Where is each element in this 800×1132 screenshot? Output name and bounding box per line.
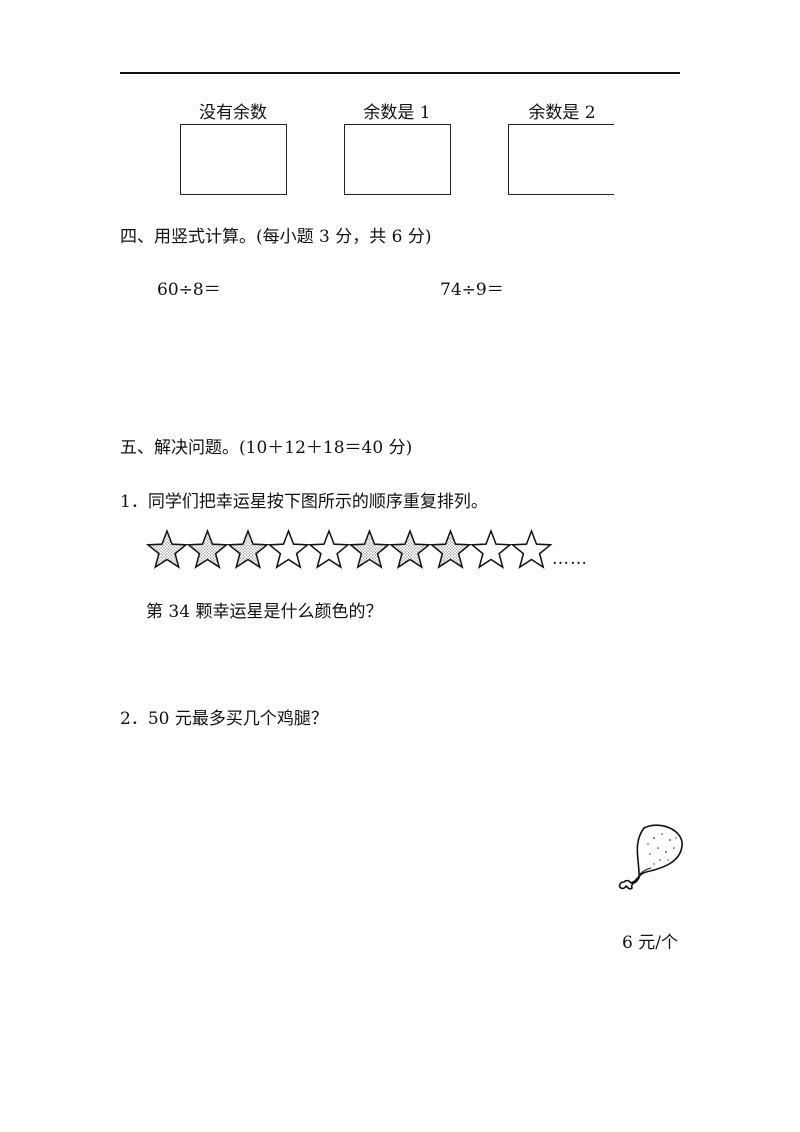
answer-box-remainder-1[interactable]	[344, 124, 451, 195]
answer-box-no-remainder[interactable]	[180, 124, 287, 195]
section5-heading: 五、解决问题。(10＋12＋18＝40 分)	[120, 438, 413, 458]
star-row	[145, 528, 553, 569]
chicken-leg-icon	[618, 824, 683, 890]
box-label-remainder-2: 余数是 2	[528, 103, 596, 123]
price-label: 6 元/个	[622, 933, 678, 953]
dotted-star-icon	[226, 528, 270, 569]
answer-box-remainder-2[interactable]	[508, 124, 614, 195]
plain-star-icon	[307, 528, 351, 569]
problem-2: 74÷9＝	[440, 280, 504, 300]
question-1-text: 1．同学们把幸运星按下图所示的顺序重复排列。	[120, 492, 488, 512]
section4-heading: 四、用竖式计算。(每小题 3 分，共 6 分)	[120, 227, 432, 247]
plain-star-icon	[267, 528, 310, 569]
plain-star-icon	[510, 528, 553, 569]
star-ellipsis: ……	[552, 549, 588, 569]
question-1-ask: 第 34 颗幸运星是什么颜色的？	[146, 602, 383, 622]
box-label-remainder-1: 余数是 1	[363, 103, 431, 123]
question-2-text: 2．50 元最多买几个鸡腿？	[120, 709, 328, 729]
dotted-star-icon	[388, 528, 432, 569]
plain-star-icon	[469, 528, 513, 569]
box-label-no-remainder: 没有余数	[199, 103, 267, 123]
top-rule	[120, 72, 680, 74]
dotted-star-icon	[429, 528, 472, 569]
problem-1: 60÷8＝	[157, 280, 221, 300]
dotted-star-icon	[186, 528, 229, 569]
dotted-star-icon	[145, 528, 189, 569]
dotted-star-icon	[348, 528, 391, 569]
